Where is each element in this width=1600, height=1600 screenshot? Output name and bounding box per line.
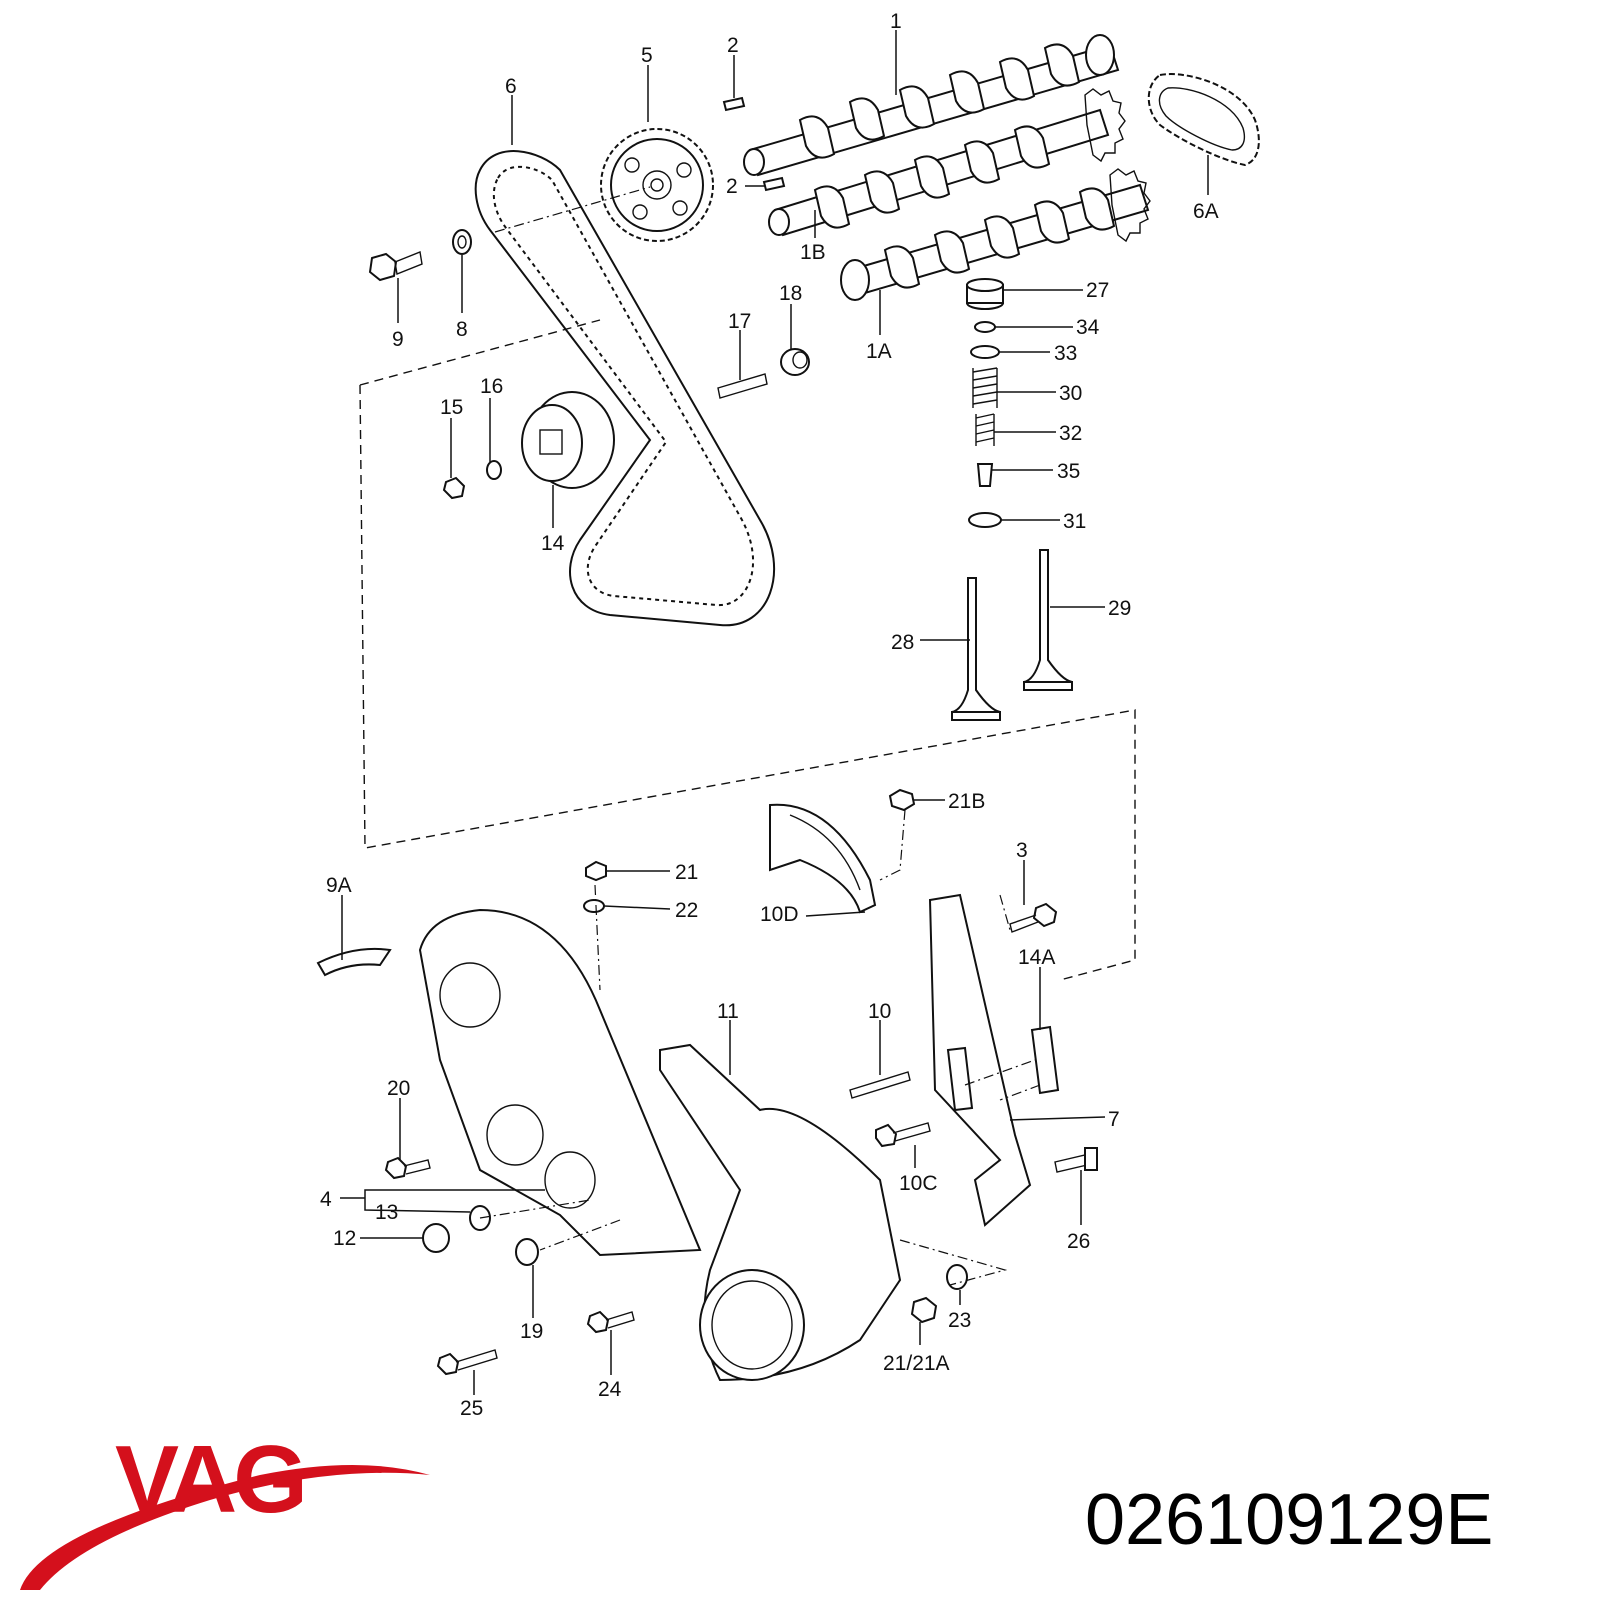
plug-19 xyxy=(515,1238,539,1266)
outer-spring-30 xyxy=(972,367,998,408)
callout-22: 22 xyxy=(675,899,698,922)
callout-19: 19 xyxy=(520,1320,543,1343)
toothed-belt-6 xyxy=(474,150,775,627)
cotter-34 xyxy=(974,321,996,333)
callout-27: 27 xyxy=(1086,279,1109,302)
cover-10d xyxy=(769,803,877,914)
callout-1a: 1A xyxy=(866,340,892,363)
callout-5: 5 xyxy=(641,44,653,67)
callout-3: 3 xyxy=(1016,839,1028,862)
nut-21b xyxy=(888,788,916,812)
callout-11: 11 xyxy=(717,1000,739,1023)
bolt-20 xyxy=(384,1156,431,1180)
callout-12: 12 xyxy=(333,1227,356,1250)
nut-21-21a xyxy=(910,1296,938,1324)
callout-26: 26 xyxy=(1067,1230,1090,1253)
callout-1: 1 xyxy=(890,10,902,33)
bracket-7 xyxy=(928,893,1032,1227)
callout-10c: 10C xyxy=(899,1172,938,1195)
callout-35: 35 xyxy=(1057,460,1080,483)
key-2b xyxy=(762,176,786,192)
stud-17 xyxy=(717,373,768,399)
sleeve-12 xyxy=(422,1223,450,1253)
logo-text: VAG xyxy=(115,1426,304,1533)
callout-23: 23 xyxy=(948,1309,971,1332)
centerline xyxy=(479,186,1041,1286)
leader-lines xyxy=(340,30,1209,1395)
callout-2a: 2 xyxy=(727,34,739,57)
callout-20: 20 xyxy=(387,1077,410,1100)
callout-21: 21 xyxy=(675,861,698,884)
valve-29 xyxy=(1023,549,1073,691)
key-2a xyxy=(722,96,746,112)
callout-29: 29 xyxy=(1108,597,1131,620)
callout-32: 32 xyxy=(1059,422,1082,445)
callout-14: 14 xyxy=(541,532,565,555)
camshaft-1a xyxy=(840,168,1151,301)
callout-33: 33 xyxy=(1054,342,1077,365)
sprocket-5 xyxy=(600,128,714,242)
spring-seat-31 xyxy=(968,512,1002,528)
callout-2b: 2 xyxy=(726,175,738,198)
callout-4: 4 xyxy=(320,1188,332,1211)
callout-10d: 10D xyxy=(760,903,799,926)
washer-16 xyxy=(486,460,502,480)
callout-labels: 1 2 2 1B 1A 6A 5 6 9 8 17 18 15 16 14 27… xyxy=(320,10,1219,1420)
stud-10 xyxy=(849,1071,911,1099)
cover-4 xyxy=(418,908,702,1257)
callout-13: 13 xyxy=(375,1201,398,1224)
callout-21-21a: 21/21A xyxy=(883,1352,950,1375)
callout-18: 18 xyxy=(779,282,802,305)
callout-30: 30 xyxy=(1059,382,1082,405)
washer-8 xyxy=(452,229,472,255)
inner-spring-32 xyxy=(975,413,995,446)
spring-cap-33 xyxy=(970,345,1000,359)
callout-15: 15 xyxy=(440,396,463,419)
washer-23 xyxy=(946,1264,968,1290)
clip-9a xyxy=(316,947,392,977)
vag-logo: VAG xyxy=(20,1426,430,1590)
bolt-25 xyxy=(436,1349,498,1376)
callout-16: 16 xyxy=(480,375,503,398)
timing-chain-6a xyxy=(1147,73,1260,167)
bolt-10c xyxy=(875,1122,931,1148)
seal-35 xyxy=(976,463,994,487)
callout-6: 6 xyxy=(505,75,517,98)
plate-14a xyxy=(1030,1025,1060,1095)
callout-9: 9 xyxy=(392,328,404,351)
assembly-frame xyxy=(359,319,1136,981)
bolt-3 xyxy=(1009,902,1058,933)
washer-22 xyxy=(583,899,605,913)
callout-14a: 14A xyxy=(1018,946,1055,969)
callout-10: 10 xyxy=(868,1000,891,1023)
callout-7: 7 xyxy=(1108,1108,1120,1131)
nut-15 xyxy=(442,476,466,500)
callout-24: 24 xyxy=(598,1378,622,1401)
camshaft-1b xyxy=(768,88,1126,237)
callout-28: 28 xyxy=(891,631,914,654)
bolt-26 xyxy=(1054,1147,1098,1173)
tensioner-pulley-14 xyxy=(521,391,615,489)
sleeve-18 xyxy=(780,348,810,376)
callout-17: 17 xyxy=(728,310,751,333)
callout-21b: 21B xyxy=(948,790,985,813)
rear-cover-11 xyxy=(659,1043,902,1382)
valve-28 xyxy=(951,577,1001,721)
part-number: 026109129E xyxy=(1085,1480,1494,1560)
callout-9a: 9A xyxy=(326,874,352,897)
callout-1b: 1B xyxy=(800,241,826,264)
bolt-9 xyxy=(368,251,423,282)
callout-8: 8 xyxy=(456,318,468,341)
callout-31: 31 xyxy=(1063,510,1086,533)
callout-34: 34 xyxy=(1076,316,1100,339)
callout-25: 25 xyxy=(460,1397,483,1420)
tappet-27 xyxy=(966,278,1004,310)
nut-21 xyxy=(585,860,607,882)
bolt-24 xyxy=(586,1310,635,1334)
callout-6a: 6A xyxy=(1193,200,1219,223)
camshaft-1 xyxy=(743,34,1120,177)
